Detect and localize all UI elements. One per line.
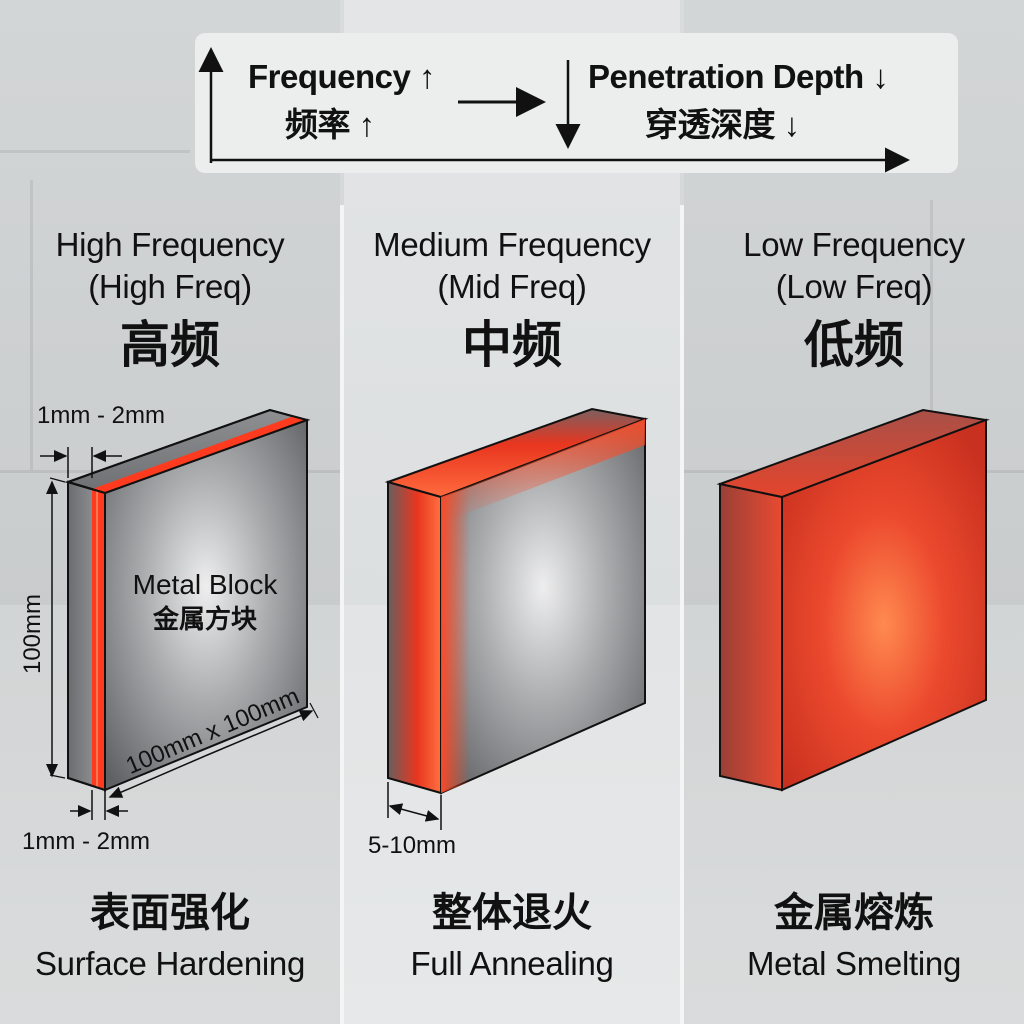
column-title-sub: (Low Freq)	[775, 268, 933, 305]
frequency-label-en: Frequency ↑	[248, 58, 436, 95]
column-title-cn: 高频	[120, 317, 220, 373]
application-en: Full Annealing	[410, 945, 614, 982]
column-divider	[340, 205, 344, 1024]
penetration-label-cn: 穿透深度 ↓	[645, 106, 800, 143]
application-cn: 表面强化	[90, 891, 250, 935]
column-divider	[680, 205, 684, 1024]
column-title-sub: (Mid Freq)	[437, 268, 587, 305]
column-title-en: Low Frequency	[743, 226, 965, 263]
metal-block-label-en: Metal Block	[132, 569, 278, 600]
dim-penetration-depth: 5-10mm	[368, 832, 457, 859]
frequency-label-cn: 频率 ↑	[285, 106, 375, 143]
column-title-cn: 中频	[462, 317, 562, 373]
dim-bottom-thickness: 1mm - 2mm	[22, 828, 150, 855]
metal-block-label-cn: 金属方块	[152, 604, 257, 634]
column-title-sub: (High Freq)	[88, 268, 252, 305]
column-title-en: Medium Frequency	[373, 226, 651, 263]
penetration-label-en: Penetration Depth ↓	[588, 58, 889, 95]
background-sketch-line	[930, 200, 933, 470]
column-high-frequency: High Frequency (High Freq) 高频 表面强化 Surfa…	[0, 0, 340, 1024]
column-medium-frequency: Medium Frequency (Mid Freq) 中频 整体退火 Full…	[344, 0, 680, 1024]
background-sketch-line	[30, 180, 33, 470]
metal-block-label: Metal Block 金属方块	[110, 568, 300, 636]
column-title-cn: 低频	[804, 317, 904, 373]
dim-top-thickness: 1mm - 2mm	[37, 402, 165, 429]
application-cn: 金属熔炼	[774, 891, 934, 935]
frequency-depth-legend	[195, 33, 958, 173]
column-title-en: High Frequency	[55, 226, 285, 263]
column-low-frequency: Low Frequency (Low Freq) 低频 金属熔炼 Metal S…	[684, 0, 1024, 1024]
application-en: Surface Hardening	[34, 945, 306, 982]
application-cn: 整体退火	[432, 891, 592, 935]
dim-height: 100mm	[19, 593, 46, 675]
background-sketch-line	[0, 150, 190, 153]
application-en: Metal Smelting	[746, 945, 962, 982]
